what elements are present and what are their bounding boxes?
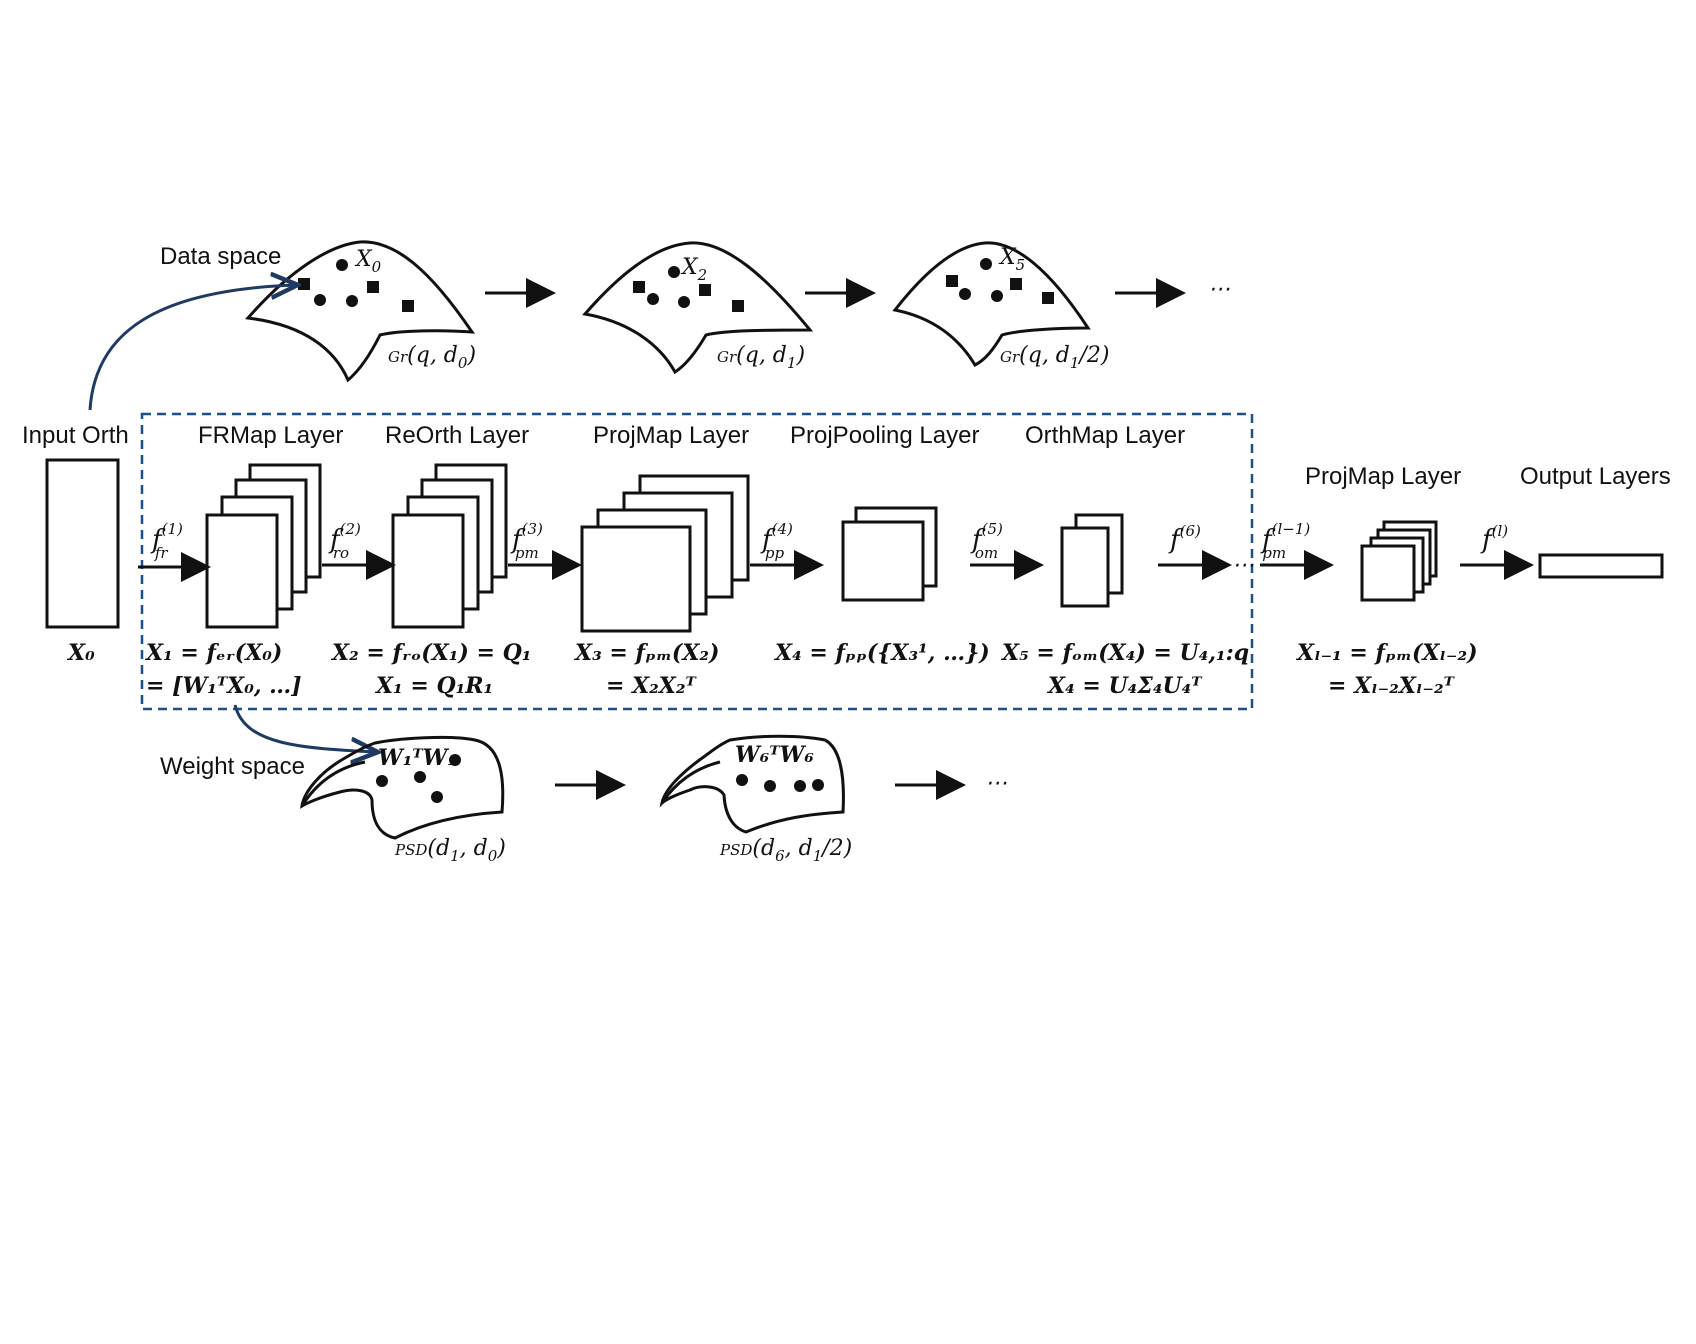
func-label-f2: f(2)ro: [328, 520, 361, 562]
eq-x2-line1: X₂ = fᵣₒ(X₁) = Q₁: [330, 640, 531, 666]
psd-point-w6: W₆ᵀW₆: [735, 742, 814, 768]
layers-ellipsis: ⋯: [1232, 553, 1254, 578]
eq-x5-line1: X₅ = fₒₘ(X₄) = U₄,₁:q: [1000, 640, 1249, 666]
func-label-f4: f(4)pp: [760, 520, 793, 562]
label-orthmap-layer: OrthMap Layer: [1025, 422, 1185, 449]
grassmann-manifold-2: X5 Gr(q, d1/2): [892, 241, 1109, 372]
frmap-stack: [205, 463, 322, 629]
manifold-label-psd0: PSD(d1, d0): [394, 836, 506, 865]
label-input-orth: Input Orth: [22, 422, 129, 449]
label-frmap-layer: FRMap Layer: [198, 422, 343, 449]
label-projmap-layer: ProjMap Layer: [593, 422, 749, 449]
projmap-stack: [580, 474, 750, 633]
label-reorth-layer: ReOrth Layer: [385, 422, 529, 449]
func-label-f1: f(1)fr: [150, 520, 183, 562]
psd-point-w1: W₁ᵀW₁: [378, 745, 457, 771]
orthmap-stack: [1060, 513, 1124, 608]
reorth-stack: [391, 463, 508, 629]
layers-dashed-box: [140, 412, 1254, 711]
frmap-to-weight-space-curve: [233, 704, 375, 752]
func-label-f5: f(5)om: [970, 520, 1003, 562]
label-output-layers: Output Layers: [1520, 463, 1671, 490]
input-to-data-space-curve: [88, 285, 295, 411]
manifold-label-gr1: Gr(q, d1): [717, 343, 805, 372]
eq-x0: X₀: [66, 640, 95, 666]
input-orth-matrix: [45, 458, 120, 629]
func-label-f6: f(6): [1168, 522, 1201, 555]
psd-manifold-1: W₆ᵀW₆ PSD(d6, d1/2): [659, 734, 852, 865]
projmap-stack-2: [1360, 520, 1438, 602]
eq-xl-line2: = Xₗ₋₂Xₗ₋₂ᵀ: [1328, 673, 1456, 699]
grassmann-manifold-0: X0 Gr(q, d0): [245, 240, 476, 383]
weight-ellipsis: ⋯: [985, 771, 1007, 796]
weight-space-label: Weight space: [160, 753, 305, 780]
func-label-fl: f(l): [1480, 522, 1508, 555]
eq-x3-line2: = X₂X₂ᵀ: [606, 673, 698, 699]
func-label-f3: f(3)pm: [510, 520, 543, 562]
manifold-label-psd1: PSD(d6, d1/2): [719, 836, 852, 865]
label-projmap-layer-2: ProjMap Layer: [1305, 463, 1461, 490]
eq-x5-line2: X₄ = U₄Σ₄U₄ᵀ: [1046, 673, 1203, 699]
psd-manifold-0: W₁ᵀW₁ PSD(d1, d0): [300, 735, 506, 865]
eq-x1-line1: X₁ = fₑᵣ(X₀): [144, 640, 282, 666]
eq-xl-line1: Xₗ₋₁ = fₚₘ(Xₗ₋₂): [1295, 640, 1478, 666]
eq-x1-line2: = [W₁ᵀX₀, …]: [146, 673, 302, 699]
point-label-x5: X5: [998, 245, 1025, 274]
data-space-label: Data space: [160, 243, 281, 270]
point-label-x0: X0: [354, 247, 382, 276]
manifold-label-gr2: Gr(q, d1/2): [1000, 343, 1109, 372]
output-vector: [1538, 553, 1664, 579]
eq-x4-line1: X₄ = fₚₚ({X₃¹, …}): [773, 640, 990, 666]
manifold-label-gr0: Gr(q, d0): [388, 343, 476, 372]
grassmann-manifold-1: X2 Gr(q, d1): [582, 241, 814, 375]
label-projpooling-layer: ProjPooling Layer: [790, 422, 979, 449]
data-ellipsis: ⋯: [1208, 277, 1230, 302]
eq-x2-line2: X₁ = Q₁R₁: [374, 673, 493, 699]
eq-x3-line1: X₃ = fₚₘ(X₂): [573, 640, 719, 666]
func-label-fl1: f(l−1)pm: [1260, 520, 1310, 562]
projpooling-stack: [841, 506, 938, 602]
point-label-x2: X2: [680, 255, 707, 284]
